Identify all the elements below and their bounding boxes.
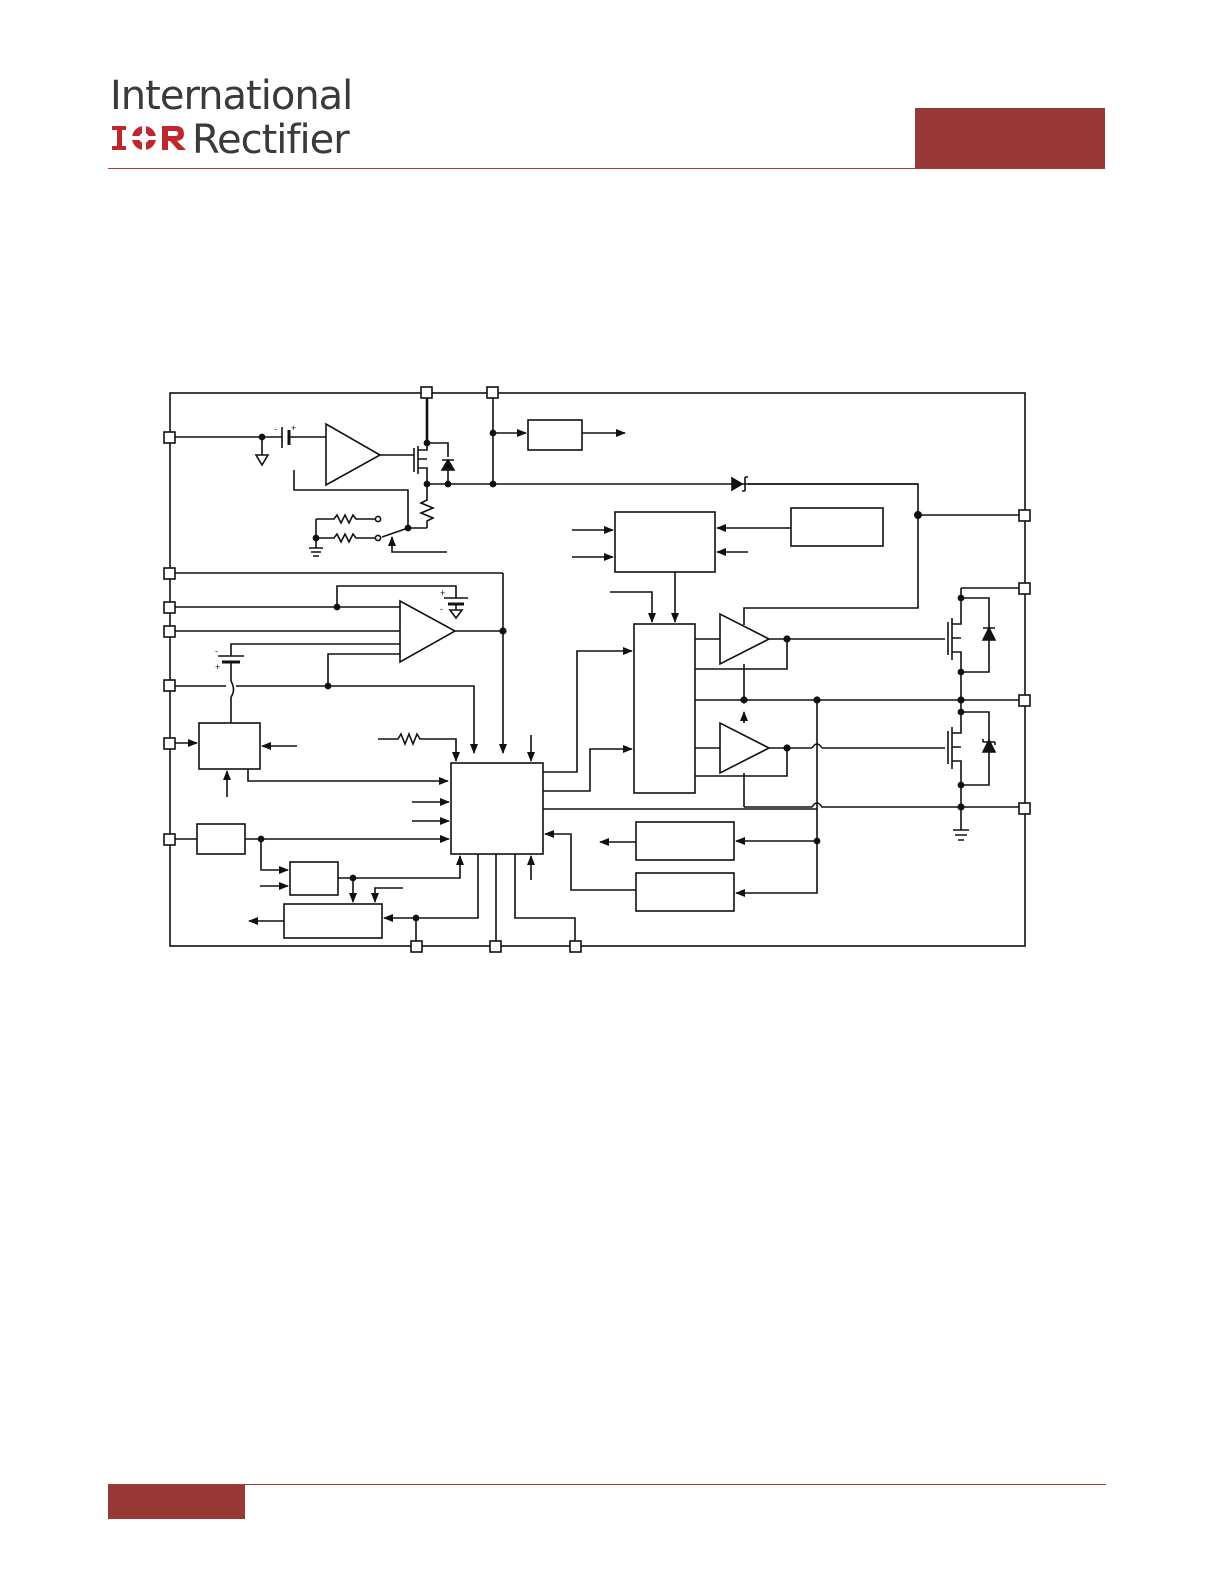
ground-icon: [448, 609, 464, 620]
ground-icon: [309, 547, 323, 557]
schottky-diode-icon: [981, 738, 997, 753]
logic-block-top: [614, 511, 716, 573]
reference-block: [790, 507, 884, 547]
svg-text:+: +: [440, 588, 445, 598]
pin: [163, 737, 176, 750]
schottky-diode-icon: [731, 476, 748, 492]
op-amp-icon: [719, 721, 771, 775]
timer-block: [289, 861, 339, 896]
op-amp-icon: [325, 422, 382, 487]
svg-text:-: -: [440, 604, 443, 614]
pin: [163, 431, 176, 444]
pin: [163, 833, 176, 846]
svg-text:-: -: [215, 646, 218, 656]
switch-icon: [381, 527, 409, 538]
pin: [163, 601, 176, 614]
ic-package-outline: [169, 392, 1026, 947]
svg-text:-: -: [274, 424, 277, 434]
pin: [486, 386, 499, 399]
uvlo-block: [527, 419, 583, 451]
diode-icon: [981, 626, 997, 641]
pin: [569, 940, 582, 953]
pin: [489, 940, 502, 953]
footer-rule: [108, 1484, 1106, 1485]
logo-text-rectifier: Rectifier: [192, 117, 350, 163]
resistor-icon: [418, 484, 436, 528]
control-logic-block: [450, 762, 544, 855]
output-driver-block: [283, 903, 383, 939]
op-amp-icon: [399, 599, 457, 664]
battery-icon: - +: [215, 646, 244, 672]
battery-icon: - +: [274, 423, 326, 448]
pin: [1018, 509, 1031, 522]
soft-start-block: [198, 722, 261, 770]
overtemp-block: [635, 872, 735, 912]
pin: [1018, 694, 1031, 707]
pin: [410, 940, 423, 953]
ldo-regulator: - +: [175, 398, 1019, 557]
pin: [163, 679, 176, 692]
pin: [420, 386, 433, 399]
ior-logo-icon: [112, 126, 186, 150]
mosfet-icon: [947, 712, 962, 785]
header-rule: [108, 168, 1105, 169]
svg-text:+: +: [291, 423, 296, 433]
pin: [1018, 802, 1031, 815]
international-rectifier-logo: International Rectifier: [110, 72, 353, 164]
pin: [1018, 582, 1031, 595]
header-accent-block: [915, 108, 1105, 168]
footer-accent-block: [108, 1485, 245, 1519]
pgood-block: [196, 823, 246, 855]
ground-icon: [953, 829, 969, 841]
overcurrent-block: [635, 821, 735, 861]
diode-icon: [440, 458, 456, 471]
pin: [163, 625, 176, 638]
driver-logic-block: [633, 623, 696, 794]
ground-icon: [254, 454, 270, 467]
logo-text-international: International: [110, 73, 353, 119]
mosfet-icon: [947, 598, 962, 672]
svg-text:+: +: [215, 662, 220, 672]
pin: [163, 567, 176, 580]
